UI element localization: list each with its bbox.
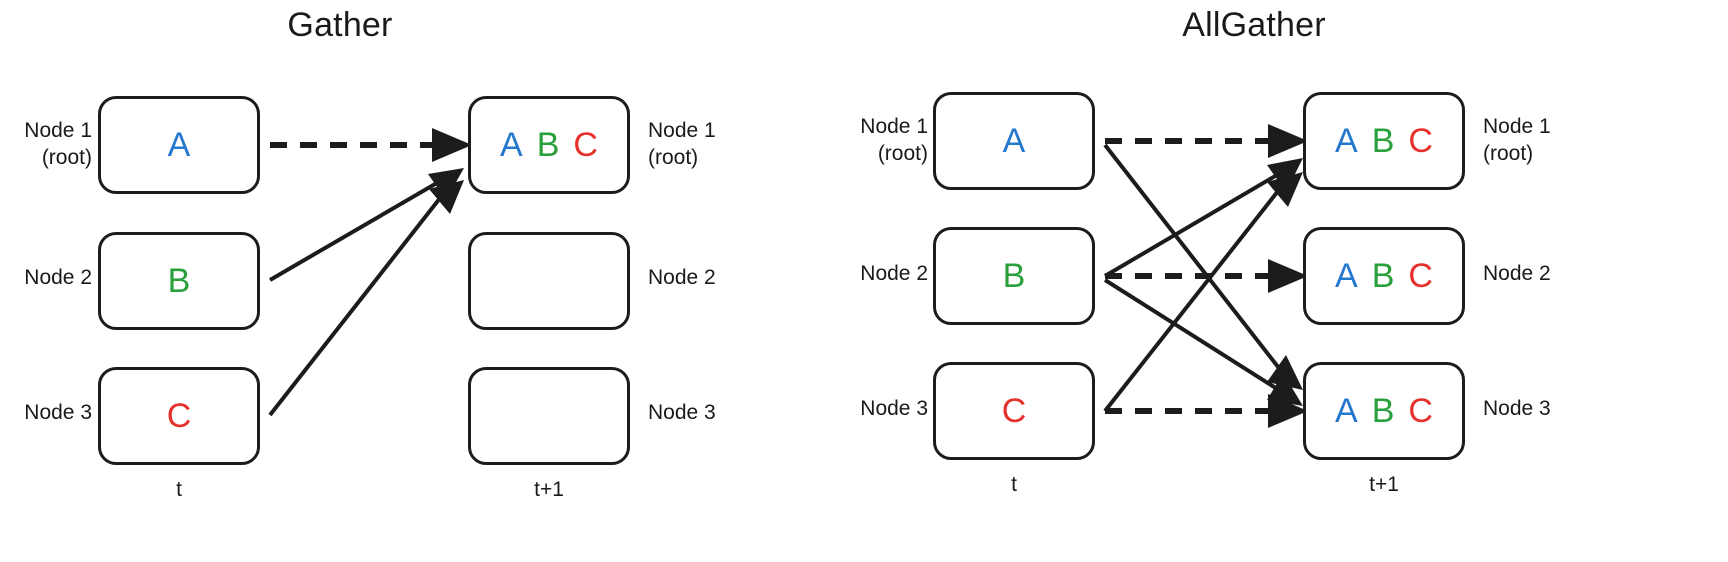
allgather-arrowhead-node3-dashed <box>1268 394 1308 428</box>
token-c: C <box>573 126 598 164</box>
allgather-before-node-2[interactable]: B <box>933 227 1095 325</box>
gather-before-node-1[interactable]: A <box>98 96 260 194</box>
allgather-arrowhead-node2-to-node1 <box>1267 158 1303 192</box>
allgather-time-before: t <box>1011 473 1017 496</box>
token-a: A <box>1335 392 1358 430</box>
allgather-edge-node3-to-node1 <box>1103 184 1284 413</box>
allgather-edge-node2-to-node3 <box>1103 278 1284 394</box>
allgather-after-node-1[interactable]: A B C <box>1303 92 1465 190</box>
allgather-after-node-2[interactable]: A B C <box>1303 227 1465 325</box>
gather-left-label-node-1: Node 1 (root) <box>24 119 92 169</box>
token-a: A <box>1335 257 1358 295</box>
token-c: C <box>1408 257 1433 295</box>
allgather-arrowhead-node1-to-node3 <box>1267 355 1303 390</box>
token-a: A <box>167 126 191 164</box>
allgather-title: AllGather <box>1182 6 1326 44</box>
token-b: B <box>1371 257 1395 295</box>
gather-arrowhead-node2 <box>428 168 464 200</box>
gather-left-label-node-3: Node 3 <box>24 401 92 424</box>
token-b: B <box>536 126 560 164</box>
allgather-left-label-node-1: Node 1 (root) <box>860 115 928 165</box>
allgather-edge-node1-to-node3 <box>1103 143 1284 374</box>
token-c: C <box>1408 122 1433 160</box>
gather-right-label-node-2: Node 2 <box>648 266 716 289</box>
token-a: A <box>1335 122 1358 160</box>
gather-after-node-3[interactable] <box>468 367 630 465</box>
gather-edge-node2-to-node1 <box>268 178 444 282</box>
allgather-right-label-node-2: Node 2 <box>1483 262 1551 285</box>
token-b: B <box>1002 257 1026 295</box>
token-b: B <box>167 262 191 300</box>
token-b: B <box>1371 122 1395 160</box>
token-a: A <box>500 126 523 164</box>
allgather-edge-node2-to-node1 <box>1103 170 1284 278</box>
allgather-right-label-node-3: Node 3 <box>1483 397 1551 420</box>
gather-arrowhead-node1 <box>432 128 472 162</box>
gather-right-label-node-3: Node 3 <box>648 401 716 424</box>
allgather-right-label-node-1: Node 1 (root) <box>1483 115 1551 165</box>
gather-before-node-3[interactable]: C <box>98 367 260 465</box>
allgather-panel: AllGather Node 1 (root) Node 2 <box>800 0 1728 562</box>
allgather-after-node-3[interactable]: A B C <box>1303 362 1465 460</box>
allgather-arrowhead-node1-dashed <box>1268 124 1308 158</box>
token-c: C <box>1001 392 1027 430</box>
gather-left-label-node-2: Node 2 <box>24 266 92 289</box>
allgather-arrowhead-node2-dashed <box>1268 259 1308 293</box>
gather-after-node-2[interactable] <box>468 232 630 330</box>
allgather-before-node-1[interactable]: A <box>933 92 1095 190</box>
allgather-left-label-node-2: Node 2 <box>860 262 928 285</box>
token-c: C <box>1408 392 1433 430</box>
gather-panel: Gather Node 1 (root) Node 2 Node 3 A B C <box>0 0 800 562</box>
token-a: A <box>1002 122 1026 160</box>
allgather-arrowhead-node2-to-node3 <box>1267 373 1303 406</box>
gather-arrowhead-node3 <box>429 180 464 214</box>
gather-right-label-node-1: Node 1 (root) <box>648 119 716 169</box>
token-b: B <box>1371 392 1395 430</box>
allgather-left-label-node-3: Node 3 <box>860 397 928 420</box>
token-c: C <box>166 397 192 435</box>
gather-title: Gather <box>287 6 393 44</box>
allgather-before-node-3[interactable]: C <box>933 362 1095 460</box>
allgather-time-after: t+1 <box>1369 473 1399 496</box>
gather-before-node-2[interactable]: B <box>98 232 260 330</box>
allgather-arrowhead-node3-to-node1 <box>1267 172 1303 207</box>
gather-after-node-1[interactable]: A B C <box>468 96 630 194</box>
gather-edge-node3-to-node1 <box>268 191 446 417</box>
gather-time-before: t <box>176 478 182 501</box>
gather-time-after: t+1 <box>534 478 564 501</box>
